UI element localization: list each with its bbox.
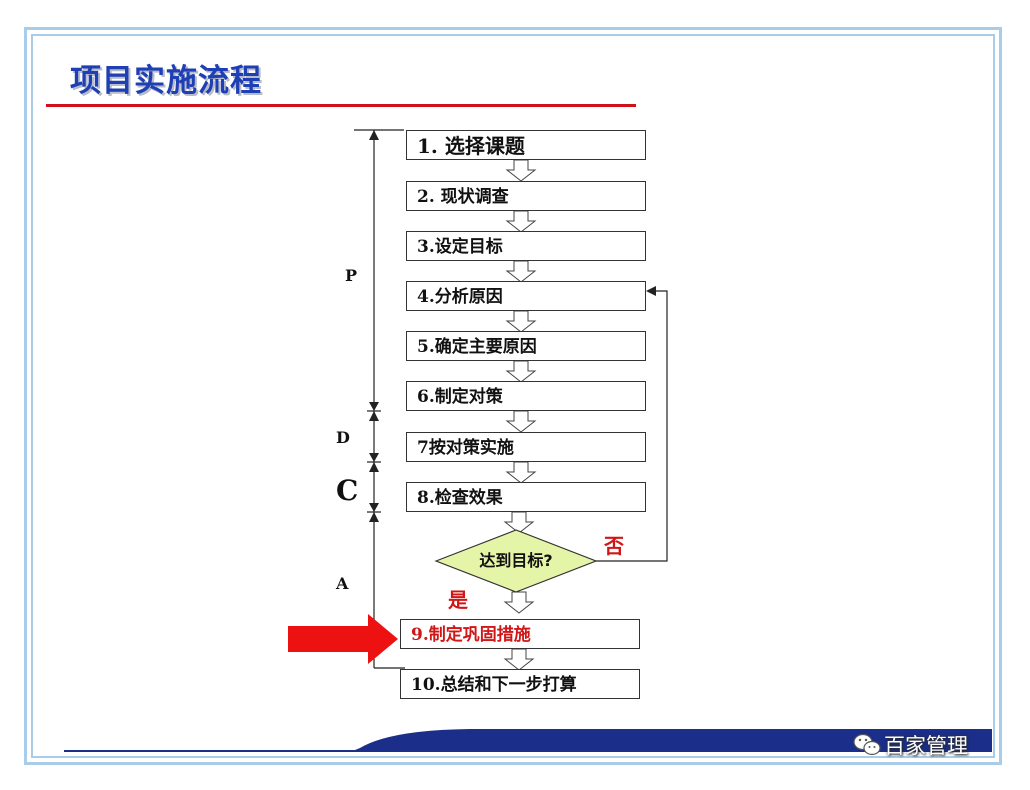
step-2-status-survey: 2. 现状调查 <box>406 181 646 211</box>
flow-arrows <box>503 159 537 671</box>
flow-arrow-10 <box>503 648 535 671</box>
step-4-analyze-causes: 4.分析原因 <box>406 281 646 311</box>
step-6-countermeasures: 6.制定对策 <box>406 381 646 411</box>
phase-a-label: A <box>336 574 349 593</box>
frame-outer <box>24 27 1002 765</box>
flow-arrow-3 <box>505 260 537 283</box>
flow-arrow-6 <box>505 410 537 433</box>
flow-arrow-5 <box>505 360 537 383</box>
highlight-arrow <box>288 614 398 664</box>
wechat-icon <box>853 733 881 756</box>
footer-band <box>64 729 992 752</box>
flow-arrow-9 <box>503 591 535 614</box>
phase-p-label: P <box>345 266 358 285</box>
phase-c-label: C <box>336 474 359 507</box>
flow-arrow-2 <box>505 210 537 233</box>
slide-title: 项目实施流程 <box>70 63 262 99</box>
decision-label: 达到目标? <box>479 551 553 570</box>
no-label: 否 <box>604 534 624 558</box>
phase-d-label: D <box>336 428 350 447</box>
feedback-loop-arrow <box>596 286 668 562</box>
flow-arrow-7 <box>505 461 537 484</box>
brand-name: 百家管理 <box>884 734 968 758</box>
yes-label: 是 <box>448 588 468 612</box>
step-7-implement: 7按对策实施 <box>406 432 646 462</box>
step-9-consolidate: 9.制定巩固措施 <box>400 619 640 649</box>
flow-arrow-8 <box>503 511 535 534</box>
brand: 百家管理 <box>850 730 968 760</box>
frame-inner <box>31 34 995 758</box>
step-3-set-target: 3.设定目标 <box>406 231 646 261</box>
flow-arrow-1 <box>505 159 537 182</box>
step-10-summary-next: 10.总结和下一步打算 <box>400 669 640 699</box>
phase-bracket <box>354 129 405 669</box>
title-underline <box>46 104 636 107</box>
step-8-check-effect: 8.检查效果 <box>406 482 646 512</box>
flow-arrow-4 <box>505 310 537 333</box>
step-1-select-topic: 1. 选择课题 <box>406 130 646 160</box>
step-5-main-causes: 5.确定主要原因 <box>406 331 646 361</box>
